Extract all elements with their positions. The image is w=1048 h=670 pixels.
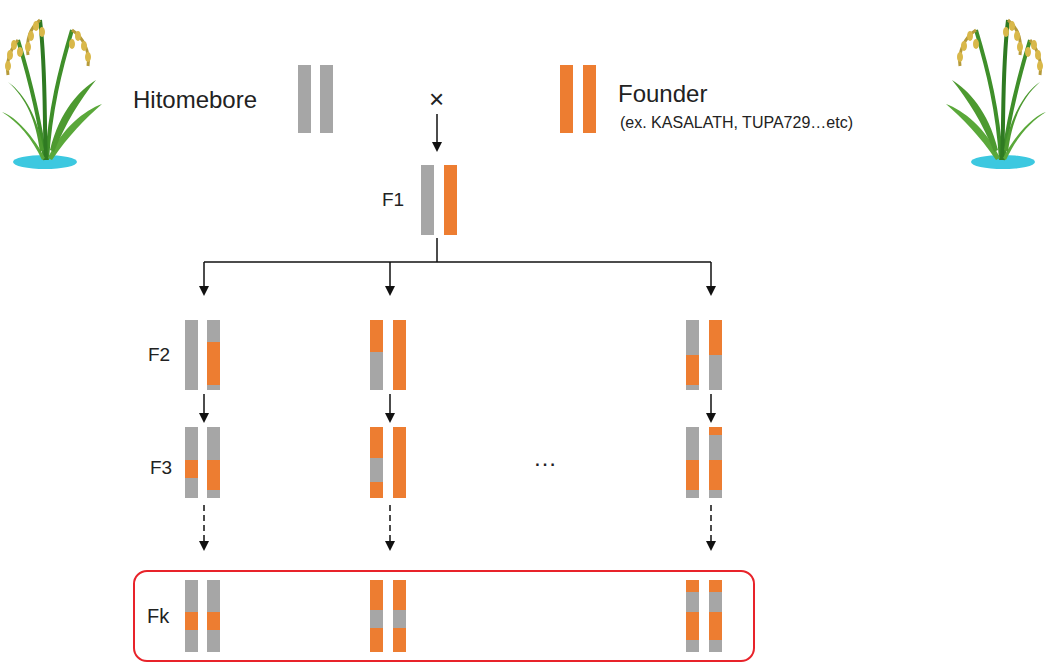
rice-plant <box>946 20 1046 169</box>
parent-name: Founder <box>618 80 707 108</box>
chromosome-pair <box>185 320 220 390</box>
rice-plant <box>2 20 102 169</box>
chromosome-pair <box>686 320 722 390</box>
chromosome-pair <box>560 65 596 133</box>
parent-name: Hitomebore <box>133 86 257 114</box>
cross-symbol: × <box>429 85 444 115</box>
generation-label: F1 <box>382 189 404 211</box>
chromosome-pair <box>370 427 406 498</box>
chromosome-pair <box>298 65 333 133</box>
selection-frame: Fk <box>133 570 755 662</box>
continuation-dots: … <box>533 444 557 472</box>
chromosome-pair <box>185 427 220 498</box>
branch-lines <box>204 238 711 549</box>
chromosome-pair <box>421 165 457 235</box>
chromosome-pair <box>686 427 722 498</box>
chromosome-pair <box>370 320 406 390</box>
generation-label: F3 <box>150 457 172 479</box>
chromosome-pair <box>686 580 722 652</box>
generation-label: F2 <box>148 344 170 366</box>
founder-examples: (ex. KASALATH, TUPA729…etc) <box>620 114 853 132</box>
chromosome-pair <box>370 580 406 652</box>
cross-arrow <box>436 114 438 150</box>
generation-label: Fk <box>147 605 169 628</box>
chromosome-pair <box>185 580 220 652</box>
